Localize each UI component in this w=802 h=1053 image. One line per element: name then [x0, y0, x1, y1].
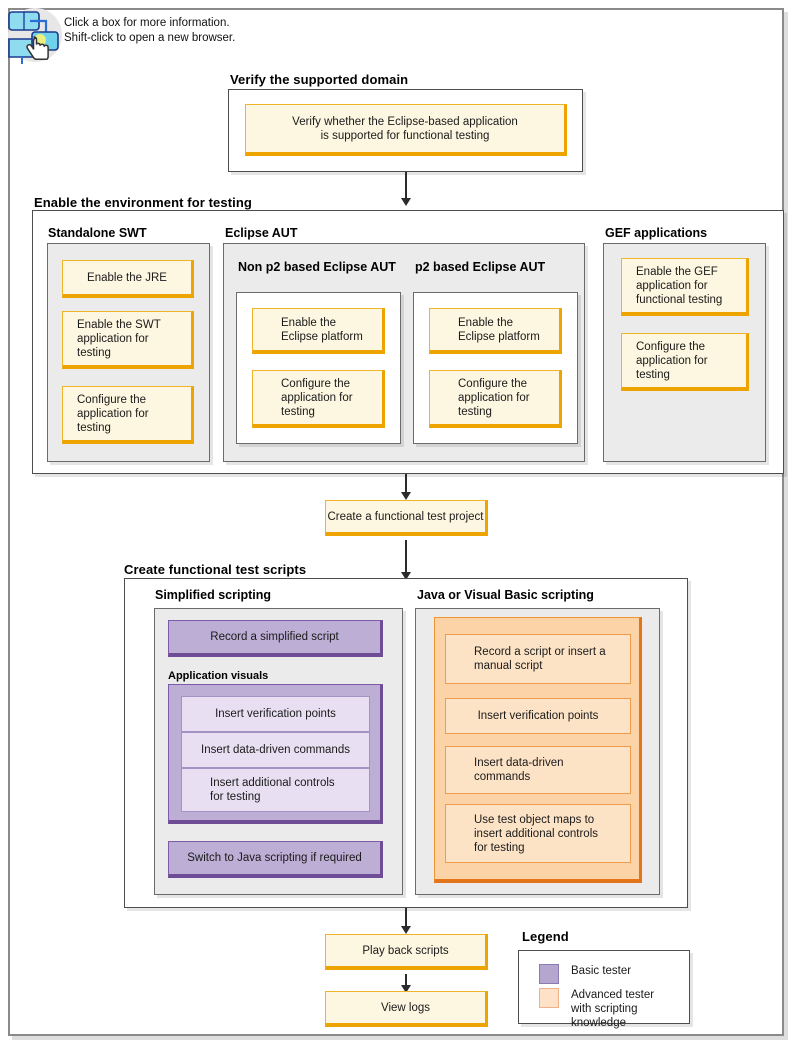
legend-title: Legend — [522, 929, 569, 944]
node-label: Enable the GEF application for functiona… — [636, 265, 723, 306]
node-label: Verify whether the Eclipse-based applica… — [292, 115, 518, 142]
node-verify-eclipse-supported[interactable]: Verify whether the Eclipse-based applica… — [245, 104, 567, 156]
node-insert-verification-points-simplified[interactable]: Insert verification points — [181, 696, 370, 732]
legend-label-basic-tester: Basic tester — [571, 965, 632, 977]
node-label: Configure the application for testing — [636, 340, 708, 381]
node-configure-application-swt[interactable]: Configure the application for testing — [62, 386, 194, 444]
arrowhead-scripts-to-playback — [401, 926, 411, 934]
node-label: Enable the JRE — [87, 271, 167, 284]
section-title-enable-environment: Enable the environment for testing — [34, 195, 252, 210]
group-title-standalone-swt: Standalone SWT — [48, 226, 147, 240]
node-create-functional-test-project[interactable]: Create a functional test project — [325, 500, 488, 536]
node-label: Insert verification points — [477, 710, 599, 722]
subgroup-title-non-p2: Non p2 based Eclipse AUT — [238, 260, 396, 274]
node-record-or-insert-manual-script[interactable]: Record a script or insert a manual scrip… — [445, 634, 631, 684]
node-label: Enable the Eclipse platform — [458, 316, 540, 343]
node-configure-application-p2[interactable]: Configure the application for testing — [429, 370, 562, 428]
node-enable-jre[interactable]: Enable the JRE — [62, 260, 194, 298]
node-label: Play back scripts — [362, 944, 449, 957]
section-title-create-scripts: Create functional test scripts — [124, 562, 307, 577]
legend-swatch-basic-tester — [539, 964, 559, 984]
connector-enable-to-project — [405, 474, 407, 496]
node-label: Enable the Eclipse platform — [281, 316, 363, 343]
node-configure-application-nonp2[interactable]: Configure the application for testing — [252, 370, 385, 428]
node-label: Enable the SWT application for testing — [77, 318, 161, 359]
legend-item-advanced-tester: Advanced tester with scripting knowledge — [539, 988, 654, 1030]
legend-swatch-advanced-tester — [539, 988, 559, 1008]
node-label: Record a script or insert a manual scrip… — [474, 646, 606, 672]
section-title-verify-domain: Verify the supported domain — [230, 72, 409, 87]
connector-scripts-to-playback — [405, 908, 407, 930]
connector-verify-to-enable — [405, 172, 407, 202]
node-label: Configure the application for testing — [77, 393, 149, 434]
node-enable-eclipse-platform-p2[interactable]: Enable the Eclipse platform — [429, 308, 562, 354]
node-insert-verification-points-java[interactable]: Insert verification points — [445, 698, 631, 734]
flowchart-click-icon — [6, 6, 64, 64]
node-insert-data-driven-commands-simplified[interactable]: Insert data-driven commands — [181, 732, 370, 768]
arrowhead-verify-to-enable — [401, 198, 411, 206]
connector-playback-to-viewlogs — [405, 974, 407, 989]
node-label: Insert data-driven commands — [474, 757, 564, 783]
subgroup-title-p2: p2 based Eclipse AUT — [415, 260, 546, 274]
node-enable-gef-application[interactable]: Enable the GEF application for functiona… — [621, 258, 749, 316]
node-label: View logs — [380, 1001, 430, 1014]
node-label: Switch to Java scripting if required — [187, 852, 362, 864]
node-record-simplified-script[interactable]: Record a simplified script — [168, 620, 383, 657]
node-label: Insert additional controls for testing — [210, 777, 335, 803]
node-insert-additional-controls-simplified[interactable]: Insert additional controls for testing — [181, 768, 370, 812]
node-enable-eclipse-platform-nonp2[interactable]: Enable the Eclipse platform — [252, 308, 385, 354]
node-label: Use test object maps to insert additiona… — [474, 813, 599, 854]
node-configure-application-gef[interactable]: Configure the application for testing — [621, 333, 749, 391]
group-title-gef-applications: GEF applications — [605, 226, 708, 240]
node-label: Configure the application for testing — [458, 377, 530, 418]
help-banner: Click a box for more information. Shift-… — [6, 6, 286, 64]
node-enable-swt-application[interactable]: Enable the SWT application for testing — [62, 311, 194, 369]
legend-item-basic-tester: Basic tester — [539, 964, 631, 984]
node-use-test-object-maps[interactable]: Use test object maps to insert additiona… — [445, 804, 631, 863]
group-title-simplified-scripting: Simplified scripting — [155, 588, 271, 602]
arrowhead-enable-to-project — [401, 492, 411, 500]
group-title-java-vb-scripting: Java or Visual Basic scripting — [417, 588, 594, 602]
legend-label-advanced-tester: Advanced tester with scripting knowledge — [571, 989, 655, 1029]
node-label: Create a functional test project — [327, 510, 484, 523]
arrowhead-project-to-scripts — [401, 572, 411, 580]
node-label: Insert data-driven commands — [201, 744, 350, 756]
label-application-visuals: Application visuals — [168, 670, 269, 682]
legend-container: Basic tester Advanced tester with script… — [518, 950, 690, 1029]
node-label: Insert verification points — [215, 708, 336, 720]
node-play-back-scripts[interactable]: Play back scripts — [325, 934, 488, 970]
node-view-logs[interactable]: View logs — [325, 991, 488, 1027]
arrowhead-playback-to-viewlogs — [401, 985, 411, 993]
node-label: Record a simplified script — [210, 631, 339, 643]
node-switch-to-java-scripting[interactable]: Switch to Java scripting if required — [168, 841, 383, 878]
group-title-eclipse-aut: Eclipse AUT — [225, 226, 298, 240]
connector-project-to-scripts — [405, 540, 407, 576]
help-text: Click a box for more information. Shift-… — [64, 17, 236, 44]
node-label: Configure the application for testing — [281, 377, 353, 418]
node-insert-data-driven-commands-java[interactable]: Insert data-driven commands — [445, 746, 631, 794]
